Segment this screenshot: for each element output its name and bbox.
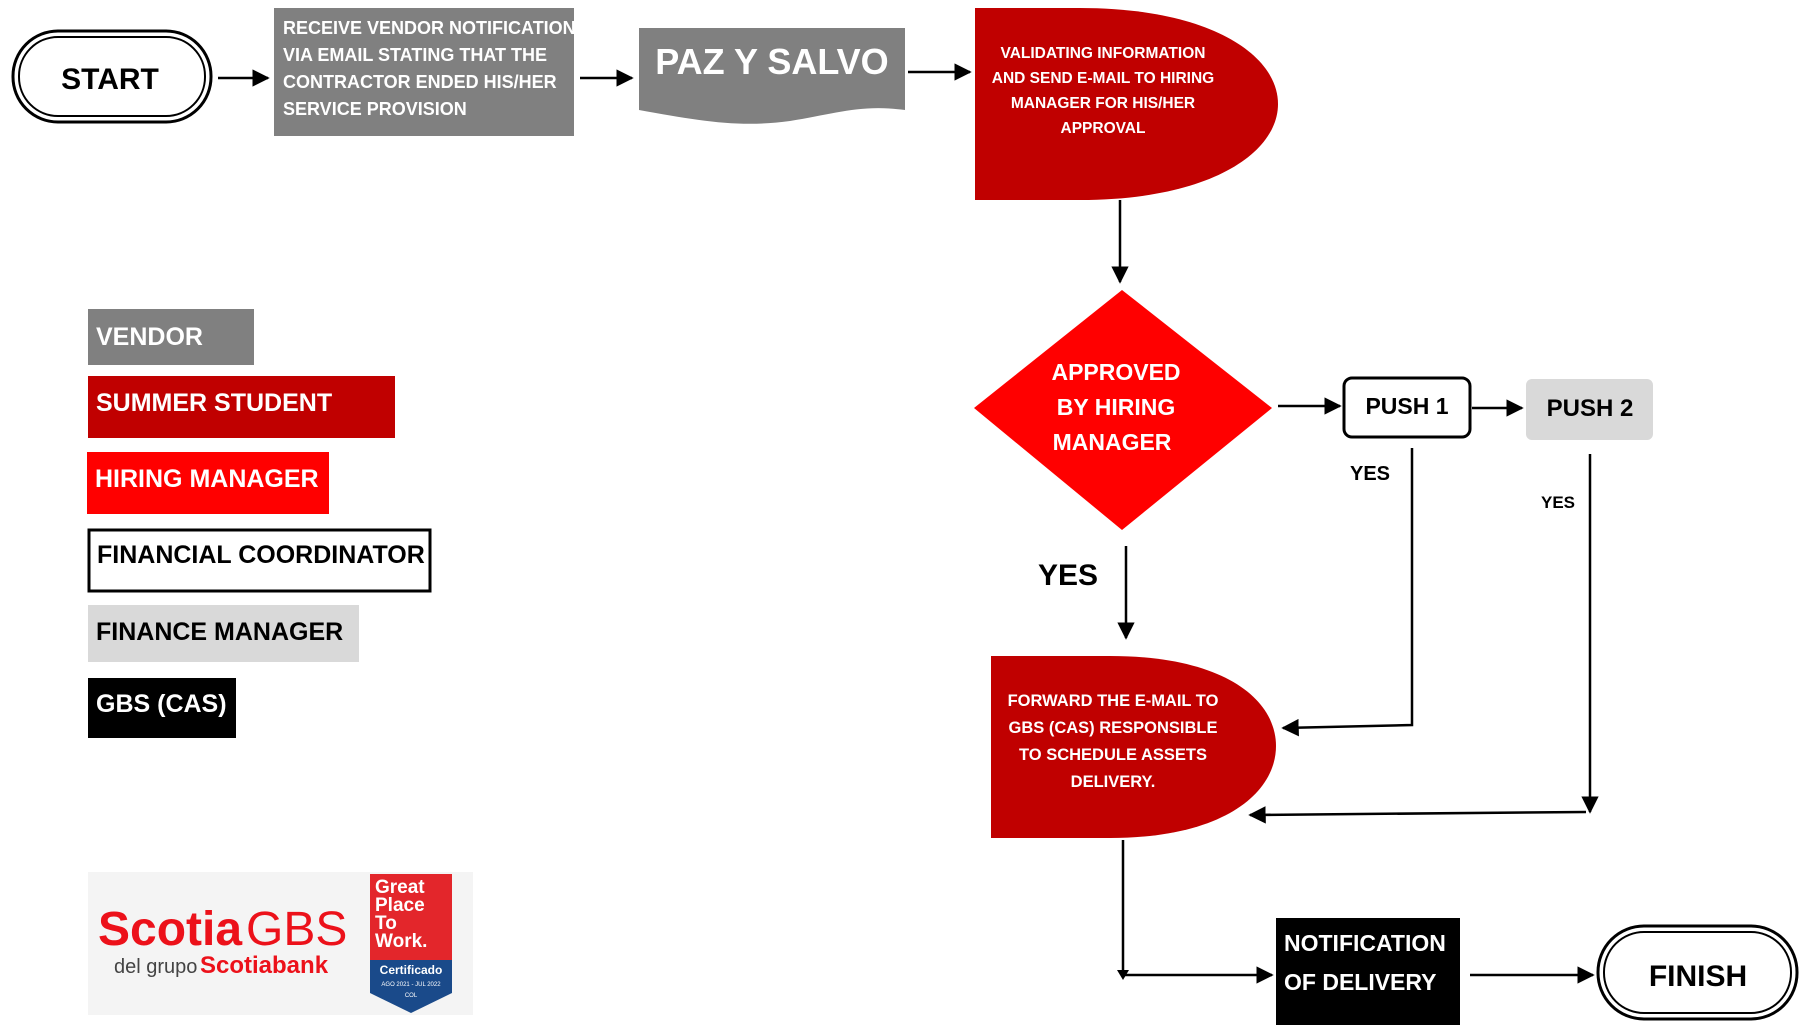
notification-of-delivery-box: NOTIFICATION OF DELIVERY xyxy=(1276,918,1460,1025)
legend-financial-coordinator: FINANCIAL COORDINATOR xyxy=(87,528,432,593)
forward-line-2: GBS (CAS) RESPONSIBLE xyxy=(1008,719,1217,737)
push-1-label: PUSH 1 xyxy=(1365,393,1448,419)
legend-gbs-cas-label: GBS (CAS) xyxy=(96,690,227,718)
start-terminal: START xyxy=(11,29,213,124)
paz-y-salvo-label: PAZ Y SALVO xyxy=(655,41,888,82)
great-place-to-work-badge: Great Place To Work. Certificado AGO 202… xyxy=(370,874,452,1013)
finish-label: FINISH xyxy=(1649,960,1747,993)
receive-line-1: RECEIVE VENDOR NOTIFICATION xyxy=(283,18,576,38)
validating-line-3: MANAGER FOR HIS/HER xyxy=(1011,95,1195,112)
gptw-country: COL xyxy=(405,993,418,999)
legend-hiring-manager-label: HIRING MANAGER xyxy=(95,465,319,493)
legend-summer-student-label: SUMMER STUDENT xyxy=(96,389,332,417)
yes-label-push2: YES xyxy=(1541,493,1575,512)
arrow-push1-yes-to-forward xyxy=(1281,448,1414,737)
forward-email-box: FORWARD THE E-MAIL TO GBS (CAS) RESPONSI… xyxy=(991,656,1276,838)
connectors xyxy=(218,63,1599,984)
validating-line-4: APPROVAL xyxy=(1061,120,1146,137)
legend-vendor: VENDOR xyxy=(88,309,254,365)
logo-scotia-text: Scotia xyxy=(98,903,242,956)
gptw-period: AGO 2021 - JUL 2022 xyxy=(381,982,441,988)
arrowhead-vertical-junction xyxy=(1117,970,1129,980)
legend-vendor-label: VENDOR xyxy=(96,323,203,351)
validating-line-1: VALIDATING INFORMATION xyxy=(1001,45,1206,62)
notification-line-2: OF DELIVERY xyxy=(1284,969,1437,995)
legend-finance-manager: FINANCE MANAGER xyxy=(88,605,359,662)
arrow-push2-return-to-forward xyxy=(1248,806,1587,824)
forward-line-3: TO SCHEDULE ASSETS xyxy=(1019,746,1207,764)
push-1-box: PUSH 1 xyxy=(1342,376,1472,439)
approved-line-2: BY HIRING xyxy=(1057,394,1175,420)
validating-information-box: VALIDATING INFORMATION AND SEND E-MAIL T… xyxy=(975,8,1278,200)
notification-line-1: NOTIFICATION xyxy=(1284,930,1446,956)
logo-scotiabank-text: Scotiabank xyxy=(200,952,329,979)
legend: VENDOR SUMMER STUDENT HIRING MANAGER FIN… xyxy=(87,309,432,738)
gptw-line-3: To xyxy=(375,913,397,934)
start-label: START xyxy=(61,63,159,96)
gptw-certificado: Certificado xyxy=(380,963,443,977)
legend-finance-manager-label: FINANCE MANAGER xyxy=(96,618,343,646)
paz-y-salvo-document: PAZ Y SALVO xyxy=(639,28,905,124)
validating-line-2: AND SEND E-MAIL TO HIRING xyxy=(992,70,1214,87)
approval-decision-diamond: APPROVED BY HIRING MANAGER xyxy=(974,290,1272,530)
logo-gbs-text: GBS xyxy=(246,903,347,956)
receive-line-3: CONTRACTOR ENDED HIS/HER xyxy=(283,72,557,92)
receive-notification-box: RECEIVE VENDOR NOTIFICATION VIA EMAIL ST… xyxy=(274,8,576,136)
approved-line-1: APPROVED xyxy=(1051,359,1180,385)
yes-label-main: YES xyxy=(1038,559,1098,592)
legend-gbs-cas: GBS (CAS) xyxy=(88,678,236,738)
logo-del-grupo-text: del grupo xyxy=(114,956,197,978)
legend-financial-coordinator-label: FINANCIAL COORDINATOR xyxy=(97,541,425,569)
legend-hiring-manager: HIRING MANAGER xyxy=(87,452,329,514)
legend-summer-student: SUMMER STUDENT xyxy=(88,376,395,438)
gptw-line-4: Work. xyxy=(375,931,427,952)
gptw-line-2: Place xyxy=(375,895,425,916)
forward-line-4: DELIVERY. xyxy=(1071,773,1156,791)
push-2-box: PUSH 2 xyxy=(1526,379,1653,440)
yes-label-push1: YES xyxy=(1350,463,1390,485)
receive-line-2: VIA EMAIL STATING THAT THE xyxy=(283,45,547,65)
approved-line-3: MANAGER xyxy=(1053,429,1172,455)
push-2-label: PUSH 2 xyxy=(1547,395,1634,422)
gptw-line-1: Great xyxy=(375,877,425,898)
finish-terminal: FINISH xyxy=(1596,924,1799,1021)
receive-line-4: SERVICE PROVISION xyxy=(283,99,467,119)
arrow-forward-to-notification xyxy=(1121,840,1274,984)
forward-line-1: FORWARD THE E-MAIL TO xyxy=(1008,692,1219,710)
